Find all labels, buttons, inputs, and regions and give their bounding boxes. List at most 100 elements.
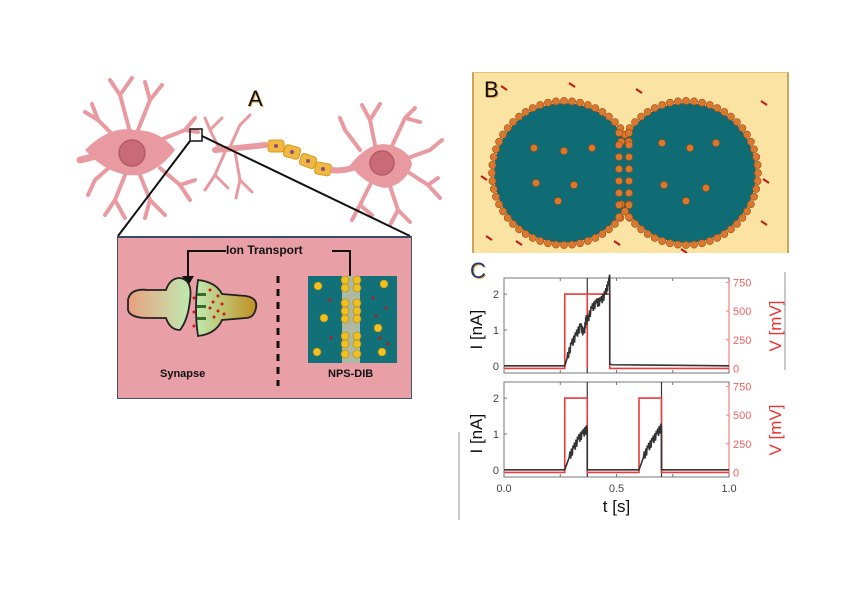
- lipid-head: [528, 104, 537, 113]
- nps-dib-illustration: [308, 275, 397, 363]
- lipid-head: [611, 220, 619, 228]
- right-arrow-icon: [332, 250, 351, 286]
- right-neuron: [338, 102, 444, 227]
- free-lipid: [680, 248, 688, 254]
- lipid-head: [488, 169, 496, 177]
- lipid-head: [726, 225, 735, 234]
- panel-b-illustration: B: [472, 72, 789, 254]
- left-droplet: [494, 103, 634, 243]
- lipid-head: [753, 177, 762, 185]
- lipid-head: [583, 237, 592, 245]
- zoom-line-right: [201, 135, 411, 237]
- lipid-head: [674, 240, 682, 249]
- right-droplet: [616, 103, 756, 243]
- lipid-head: [738, 213, 747, 222]
- lipid-head: [598, 230, 607, 238]
- lipid-head: [650, 104, 659, 113]
- lipid-head: [746, 200, 755, 209]
- lipid-head: [705, 101, 714, 109]
- lipid-head: [528, 233, 537, 242]
- lipid-head: [591, 104, 600, 113]
- y2-tick-label: 250: [733, 335, 751, 347]
- y2-tick-label: 750: [733, 278, 751, 290]
- lipid-head: [666, 98, 674, 107]
- lipid-head: [666, 239, 674, 248]
- lipid-head: [488, 177, 497, 185]
- lipid-head: [509, 118, 517, 126]
- lipid-head: [552, 97, 560, 106]
- y-tick-label: 0: [493, 361, 499, 373]
- lipid-head: [713, 104, 722, 113]
- nanoparticle: [560, 147, 568, 155]
- zoom-box: [189, 128, 203, 142]
- y-axis-label: I [nA]: [467, 310, 486, 350]
- lipid-head: [598, 108, 607, 116]
- lipid-head: [690, 240, 698, 249]
- y2-tick-label: 0: [733, 363, 739, 375]
- lipid-head: [544, 98, 552, 107]
- y-tick-label: 2: [493, 393, 499, 405]
- free-lipid: [762, 178, 770, 184]
- lipid-head: [521, 108, 530, 116]
- lipid-head: [643, 108, 652, 116]
- lipid-head: [682, 241, 690, 249]
- lipid-head: [503, 213, 512, 222]
- lipid-head: [560, 97, 568, 105]
- bilayer-lipid-head: [625, 129, 633, 137]
- series-i: [504, 423, 729, 471]
- bilayer-lipid-head: [625, 141, 633, 149]
- panel-a-label: A: [248, 86, 263, 111]
- lipid-head: [591, 233, 600, 242]
- y2-tick-label: 500: [733, 410, 751, 422]
- lipid-head: [536, 101, 545, 109]
- lipid-head: [503, 124, 512, 133]
- nanoparticle: [682, 197, 690, 205]
- lipid-head: [521, 230, 530, 238]
- bilayer-lipid-head: [625, 201, 633, 209]
- nanoparticle: [588, 144, 596, 152]
- y2-tick-label: 0: [733, 467, 739, 479]
- y2-axis-label: V [mV]: [766, 404, 785, 455]
- lipid-head: [489, 185, 498, 193]
- nanoparticle: [686, 144, 694, 152]
- nanoparticle: [658, 139, 666, 147]
- lipid-head: [637, 112, 646, 121]
- panel-b-label: B: [484, 77, 499, 102]
- lipid-head: [733, 220, 741, 228]
- synapse-caption: Synapse: [160, 368, 206, 380]
- middle-neuron: [203, 113, 268, 200]
- bilayer-lipid-head: [625, 177, 633, 185]
- y-tick-label: 1: [493, 325, 499, 337]
- lipid-head: [754, 169, 762, 177]
- free-lipid: [760, 220, 768, 226]
- free-lipid: [613, 240, 621, 246]
- y2-tick-label: 750: [733, 382, 751, 394]
- lipid-head: [637, 225, 646, 234]
- free-lipid: [480, 175, 488, 181]
- lipid-head: [726, 112, 735, 121]
- lipid-head: [568, 240, 576, 249]
- bilayer-lipid-head: [615, 141, 623, 149]
- lipid-head: [658, 237, 667, 245]
- plot-frame: [503, 381, 730, 478]
- lipid-head: [713, 233, 722, 242]
- ion-transport-label: Ion Transport: [226, 243, 303, 257]
- lipid-head: [488, 161, 497, 169]
- lipid-head: [604, 225, 613, 234]
- lipid-head: [682, 97, 690, 105]
- plot-frame: [503, 277, 730, 374]
- y2-tick-label: 500: [733, 306, 751, 318]
- bilayer-lipid-head: [625, 165, 633, 173]
- free-lipid: [485, 235, 493, 241]
- lipid-head: [643, 230, 652, 238]
- inset-panel: Ion Transport Synapse NPS-DIB: [117, 236, 412, 399]
- lipid-head: [631, 118, 639, 126]
- lipid-head: [515, 225, 524, 234]
- bilayer-lipid-head: [625, 189, 633, 197]
- y-tick-label: 2: [493, 289, 499, 301]
- left-arrow-icon: [187, 250, 226, 278]
- nanoparticle: [712, 139, 720, 147]
- lipid-head: [720, 108, 729, 116]
